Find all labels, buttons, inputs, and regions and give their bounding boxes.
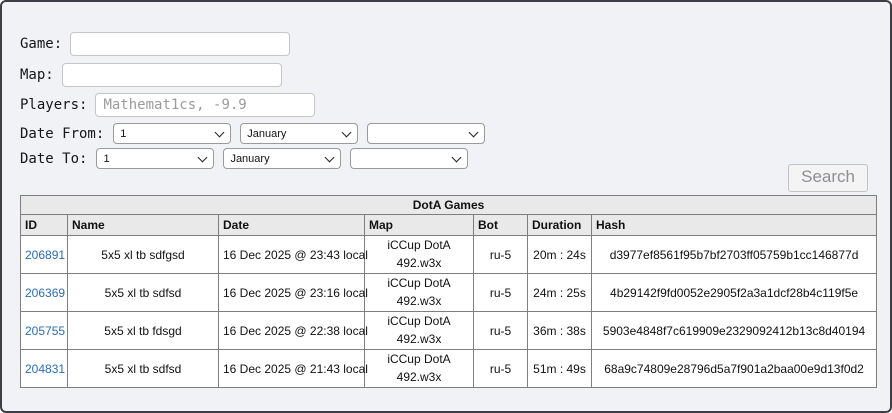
column-header: Duration <box>527 214 592 236</box>
table-row: 206369 5x5 xl tb sdfsd 16 Dec 2025 @ 23:… <box>20 273 878 312</box>
column-header: Hash <box>590 214 878 236</box>
game-id-link[interactable]: 205755 <box>25 323 66 338</box>
date-to-day-select[interactable]: 1 <box>96 148 215 169</box>
name-cell: 5x5 xl tb sdfgsd <box>67 235 219 274</box>
game-row: Game: <box>20 32 291 56</box>
date-to-year-select[interactable] <box>350 148 469 169</box>
date-to-label: Date To: <box>20 150 88 167</box>
date-from-row: Date From: 1 January <box>20 123 486 144</box>
column-header: Date <box>218 214 365 236</box>
date-from-day-select[interactable]: 1 <box>113 123 232 144</box>
date-to-month-select[interactable]: January <box>223 148 342 169</box>
players-label: Players: <box>20 97 88 113</box>
bot-cell: ru-5 <box>473 235 528 274</box>
bot-cell: ru-5 <box>473 273 528 312</box>
date-cell: 16 Dec 2025 @ 21:43 local <box>218 349 368 388</box>
column-header-row: ID Name Date Map Bot Duration Hash <box>20 214 878 236</box>
map-cell: iCCup DotA 492.w3x <box>364 235 474 274</box>
table-title: DotA Games <box>19 195 878 215</box>
name-cell: 5x5 xl tb sdfsd <box>67 349 219 388</box>
table-row: 204831 5x5 xl tb sdfsd 16 Dec 2025 @ 21:… <box>20 349 878 388</box>
name-cell: 5x5 xl tb fdsgd <box>67 311 219 350</box>
table-body: 206891 5x5 xl tb sdfgsd 16 Dec 2025 @ 23… <box>20 235 878 388</box>
hash-cell: 4b29142f9fd0052e2905f2a3a1dcf28b4c119f5e <box>590 273 878 312</box>
date-cell: 16 Dec 2025 @ 23:43 local <box>218 235 368 274</box>
map-label: Map: <box>20 67 54 83</box>
duration-cell: 24m : 25s <box>527 273 592 312</box>
column-header: Bot <box>473 214 528 236</box>
id-cell: 206891 <box>20 235 68 274</box>
duration-cell: 51m : 49s <box>527 349 592 388</box>
game-input[interactable] <box>70 32 291 56</box>
game-id-link[interactable]: 204831 <box>25 361 66 376</box>
bot-cell: ru-5 <box>473 311 528 350</box>
map-row: Map: <box>20 63 282 87</box>
bot-cell: ru-5 <box>473 349 528 388</box>
game-id-link[interactable]: 206891 <box>25 247 66 262</box>
map-cell: iCCup DotA 492.w3x <box>364 311 474 350</box>
players-row: Players: <box>20 93 316 117</box>
map-input[interactable] <box>61 63 282 87</box>
hash-cell: 5903e4848f7c619909e2329092412b13c8d40194 <box>590 311 878 350</box>
game-id-link[interactable]: 206369 <box>25 285 66 300</box>
date-to-row: Date To: 1 January <box>20 148 469 169</box>
table-row: 206891 5x5 xl tb sdfgsd 16 Dec 2025 @ 23… <box>20 235 878 274</box>
date-cell: 16 Dec 2025 @ 23:16 local <box>218 273 368 312</box>
date-cell: 16 Dec 2025 @ 22:38 local <box>218 311 368 350</box>
map-cell: iCCup DotA 492.w3x <box>364 349 474 388</box>
game-label: Game: <box>20 36 63 52</box>
id-cell: 204831 <box>20 349 68 388</box>
date-from-label: Date From: <box>20 125 105 142</box>
players-input[interactable] <box>95 93 316 117</box>
date-from-month-select[interactable]: January <box>240 123 359 144</box>
column-header: Name <box>67 214 219 236</box>
table-title-row: DotA Games <box>19 195 878 215</box>
search-button[interactable]: Search <box>788 164 868 192</box>
date-from-year-select[interactable] <box>367 123 486 144</box>
id-cell: 205755 <box>20 311 68 350</box>
hash-cell: 68a9c74809e28796d5a7f901a2baa00e9d13f0d2 <box>590 349 878 388</box>
hash-cell: d3977ef8561f95b7bf2703ff05759b1cc146877d <box>590 235 878 274</box>
duration-cell: 36m : 38s <box>527 311 592 350</box>
column-header: Map <box>364 214 474 236</box>
column-header: ID <box>20 214 68 236</box>
games-table: DotA Games ID Name Date Map Bot Duration… <box>19 195 878 388</box>
map-cell: iCCup DotA 492.w3x <box>364 273 474 312</box>
table-row: 205755 5x5 xl tb fdsgd 16 Dec 2025 @ 22:… <box>20 311 878 350</box>
name-cell: 5x5 xl tb sdfsd <box>67 273 219 312</box>
id-cell: 206369 <box>20 273 68 312</box>
duration-cell: 20m : 24s <box>527 235 592 274</box>
